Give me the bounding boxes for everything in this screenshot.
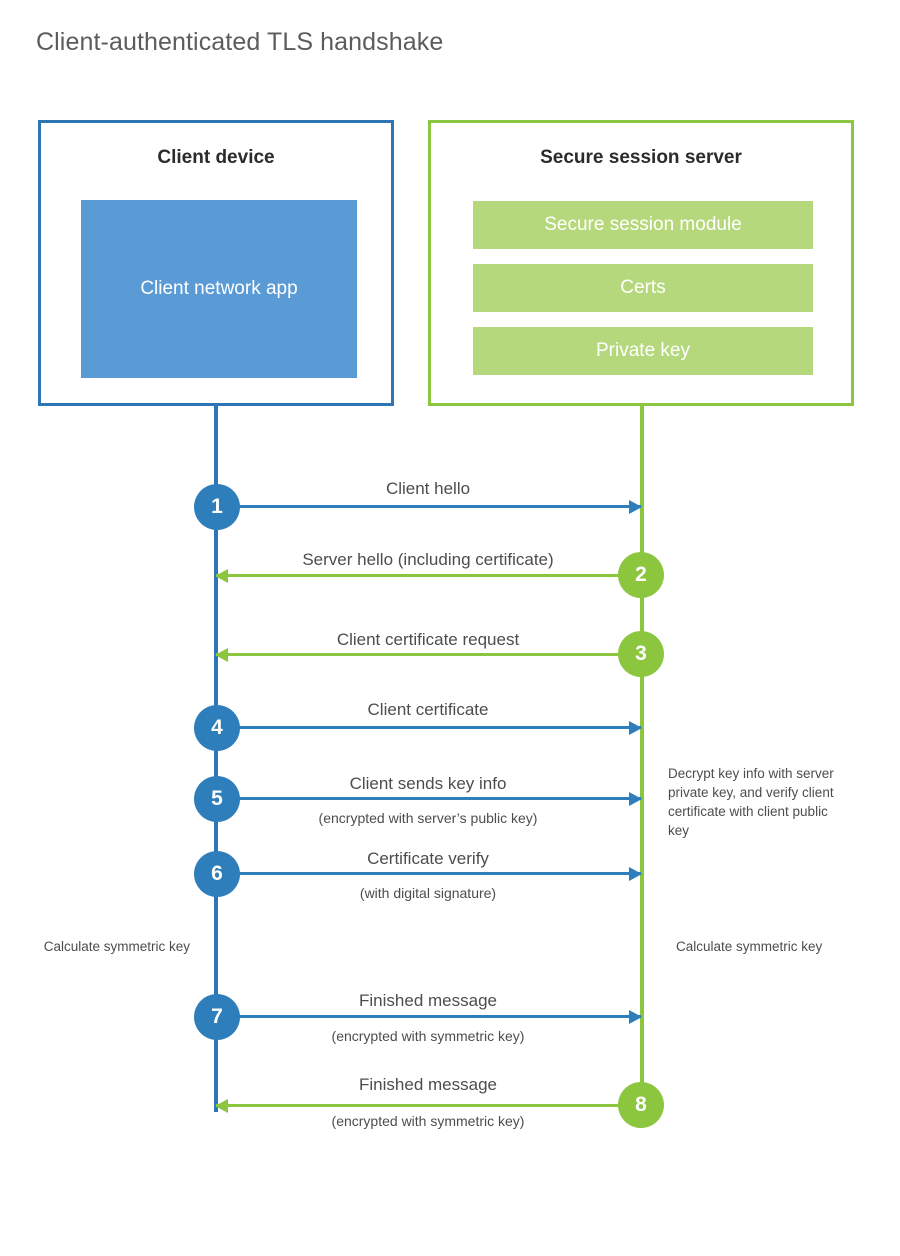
step-2-circle[interactable]: 2	[618, 552, 664, 598]
step-1-arrow	[216, 499, 642, 514]
client-lifeline	[214, 406, 218, 1112]
step-2-arrow	[215, 568, 641, 583]
arrowhead-left-icon	[215, 647, 228, 662]
step-6-label: Certificate verify	[367, 849, 489, 868]
step-7-circle[interactable]: 7	[194, 994, 240, 1040]
step-8-arrow	[215, 1098, 641, 1113]
arrowhead-left-icon	[215, 568, 228, 583]
step-7-arrow	[216, 1009, 642, 1024]
step-8-circle[interactable]: 8	[618, 1082, 664, 1128]
step-7-label: Finished message	[359, 991, 497, 1010]
server-decrypt-note: Decrypt key info with server private key…	[668, 766, 834, 839]
step-1-label: Client hello	[385, 479, 471, 498]
client-calculate-symmetric-key-note: Calculate symmetric key	[43, 939, 190, 954]
step-7-sublabel: (encrypted with symmetric key)	[331, 1028, 525, 1044]
server-calculate-symmetric-key-note: Calculate symmetric key	[676, 939, 823, 954]
step-3-arrow	[215, 647, 641, 662]
arrowhead-right-icon	[629, 499, 642, 514]
step-6-arrow	[216, 866, 642, 881]
step-5-label: Client sends key info	[349, 774, 507, 793]
client-network-app-block: Client network app	[81, 200, 357, 378]
step-5-sublabel: (encrypted with server’s public key)	[318, 810, 538, 826]
step-4-arrow	[216, 720, 642, 735]
server-lifeline	[640, 406, 644, 1106]
step-6-sublabel: (with digital signature)	[359, 885, 497, 901]
step-3-label: Client certificate request	[336, 630, 520, 649]
arrowhead-right-icon	[629, 866, 642, 881]
certs-block: Certs	[473, 264, 813, 312]
step-8-sublabel: (encrypted with symmetric key)	[331, 1113, 525, 1129]
arrowhead-right-icon	[629, 791, 642, 806]
secure-session-server-title: Secure session server	[540, 147, 742, 168]
arrowhead-right-icon	[629, 720, 642, 735]
client-device-title: Client device	[157, 147, 275, 168]
arrowhead-right-icon	[629, 1009, 642, 1024]
secure-session-module-block: Secure session module	[473, 201, 813, 249]
step-2-label: Server hello (including certificate)	[302, 550, 554, 569]
secure-session-server-box: Secure session server Secure session mod…	[428, 120, 854, 406]
step-3-circle[interactable]: 3	[618, 631, 664, 677]
step-4-label: Client certificate	[367, 700, 489, 719]
private-key-block: Private key	[473, 327, 813, 375]
step-1-circle[interactable]: 1	[194, 484, 240, 530]
client-device-box: Client device Client network app	[38, 120, 394, 406]
arrowhead-left-icon	[215, 1098, 228, 1113]
step-5-circle[interactable]: 5	[194, 776, 240, 822]
step-8-label: Finished message	[359, 1075, 497, 1094]
step-6-circle[interactable]: 6	[194, 851, 240, 897]
page-title: Client-authenticated TLS handshake	[36, 28, 444, 56]
step-5-arrow	[216, 791, 642, 806]
step-4-circle[interactable]: 4	[194, 705, 240, 751]
